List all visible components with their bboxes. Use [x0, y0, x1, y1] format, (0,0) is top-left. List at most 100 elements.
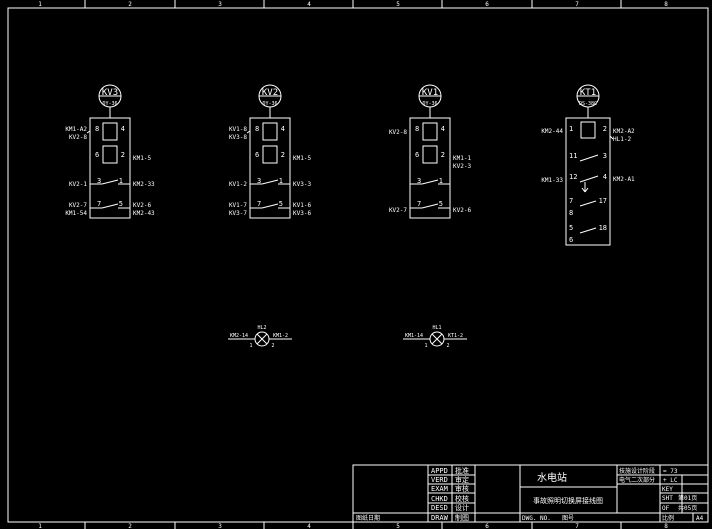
relay-pin: 7	[417, 200, 421, 208]
relay-pin: 11	[569, 152, 577, 160]
terminal-label: KM1-5	[293, 155, 311, 162]
contact-blade	[421, 203, 439, 209]
relay-pin: 2	[281, 151, 285, 159]
tb-company: 水电站	[537, 471, 567, 484]
tb-drawing-name: 事故照明切换屏接线图	[533, 496, 603, 505]
relay-pin: 2	[441, 151, 445, 159]
contact-blade	[261, 179, 279, 185]
tb-role-en: EXAM	[431, 485, 448, 493]
contact-blade	[579, 227, 597, 234]
tb-scale-label: 比例	[662, 514, 674, 522]
terminal-label: KV1-8	[229, 126, 247, 133]
relay-pin: 3	[417, 177, 421, 185]
relay-pin: 7	[569, 197, 573, 205]
relay-coil-upper	[422, 122, 438, 141]
relay-pin: 3	[97, 177, 101, 185]
tb-drawing-no-zh: 图号	[562, 515, 574, 522]
lamp-pin: 1	[424, 343, 427, 349]
tb-of-value: 共05页	[678, 504, 697, 512]
lamp-cross	[256, 333, 268, 345]
zone-number-bottom: 5	[396, 523, 400, 529]
terminal-label: KV3-6	[293, 210, 311, 217]
zone-number-top: 4	[307, 1, 311, 8]
relay-pin: 1	[569, 125, 573, 133]
contact-blade	[579, 175, 599, 183]
tb-role-en: CHKD	[431, 495, 448, 503]
relay-pin: 18	[599, 224, 607, 232]
relay-pin: 5	[279, 200, 283, 208]
relay-pin: 3	[257, 177, 261, 185]
zone-number-top: 8	[664, 1, 668, 8]
terminal-label: KM2-A1	[613, 176, 635, 183]
relay-coil-lower	[422, 145, 438, 164]
tb-of-label: OF	[662, 505, 670, 512]
lamp-pin: 1	[249, 343, 252, 349]
tb-role-en: DRAW	[431, 514, 449, 522]
contact-delay	[584, 187, 589, 193]
zone-number-top: 6	[485, 1, 489, 8]
tb-role-zh: 设计	[455, 503, 469, 512]
relay-pin: 5	[119, 200, 123, 208]
zone-number-bottom: 2	[128, 523, 132, 529]
tb-role-zh: 校核	[455, 494, 469, 503]
relay-pin: 12	[569, 173, 577, 181]
zone-number-top: 5	[396, 1, 400, 8]
relay-pin: 2	[121, 151, 125, 159]
relay-model: DS-38C	[579, 101, 597, 107]
relay-pin: 4	[121, 125, 125, 133]
tb-bottom-left-label: 图纸日期	[356, 514, 380, 522]
terminal-label: KV1-6	[293, 202, 311, 209]
relay-body	[89, 117, 131, 219]
relay-body	[249, 117, 291, 219]
zone-number-top: 3	[218, 1, 222, 8]
relay-id: KV1	[422, 88, 438, 98]
relay-pin: 1	[439, 177, 443, 185]
relay-coil-lower	[102, 145, 118, 164]
terminal-label: KV2-8	[389, 129, 407, 136]
tb-drawing-no-label: DWG. NO.	[522, 515, 551, 522]
terminal-label: KV3-8	[229, 134, 247, 141]
lamp-terminal-label: KM1-2	[273, 333, 288, 339]
contact-blade	[101, 179, 119, 185]
relay-id: KV3	[102, 88, 118, 98]
terminal-label: KV2-3	[453, 163, 471, 170]
contact-blade	[261, 203, 279, 209]
relay-model: DY-36	[102, 101, 117, 107]
relay-id: KT1	[580, 88, 596, 98]
terminal-label: KM2-43	[133, 210, 155, 217]
terminal-label: KM1-1	[453, 155, 471, 162]
wire	[246, 130, 251, 134]
zone-number-bottom: 3	[218, 523, 222, 529]
relay-coil-upper	[262, 122, 278, 141]
relay-body	[409, 117, 451, 219]
relay-pin: 1	[279, 177, 283, 185]
tb-role-en: DESD	[431, 504, 448, 512]
tb-stage: 技施设计阶段	[619, 467, 655, 475]
lamp-id: HL2	[257, 325, 266, 331]
relay-pin: 8	[569, 209, 573, 217]
relay-pin: 3	[603, 152, 607, 160]
lamp-pin: 2	[446, 343, 449, 349]
zone-number-bottom: 1	[38, 523, 42, 529]
contact-delay	[581, 187, 586, 193]
relay-pin: 2	[603, 125, 607, 133]
relay-pin: 5	[569, 224, 573, 232]
tb-scale-line: = 73	[663, 468, 678, 475]
terminal-label: KM2-A2	[613, 128, 635, 135]
zone-number-top: 1	[38, 1, 42, 8]
zone-number-top: 2	[128, 1, 132, 8]
relay-pin: 6	[415, 151, 419, 159]
relay-pin: 5	[439, 200, 443, 208]
lamp-terminal-label: KM1-14	[405, 333, 423, 339]
relay-pin: 1	[119, 177, 123, 185]
relay-model: DY-36	[262, 101, 277, 107]
terminal-label: KM1-54	[65, 210, 87, 217]
